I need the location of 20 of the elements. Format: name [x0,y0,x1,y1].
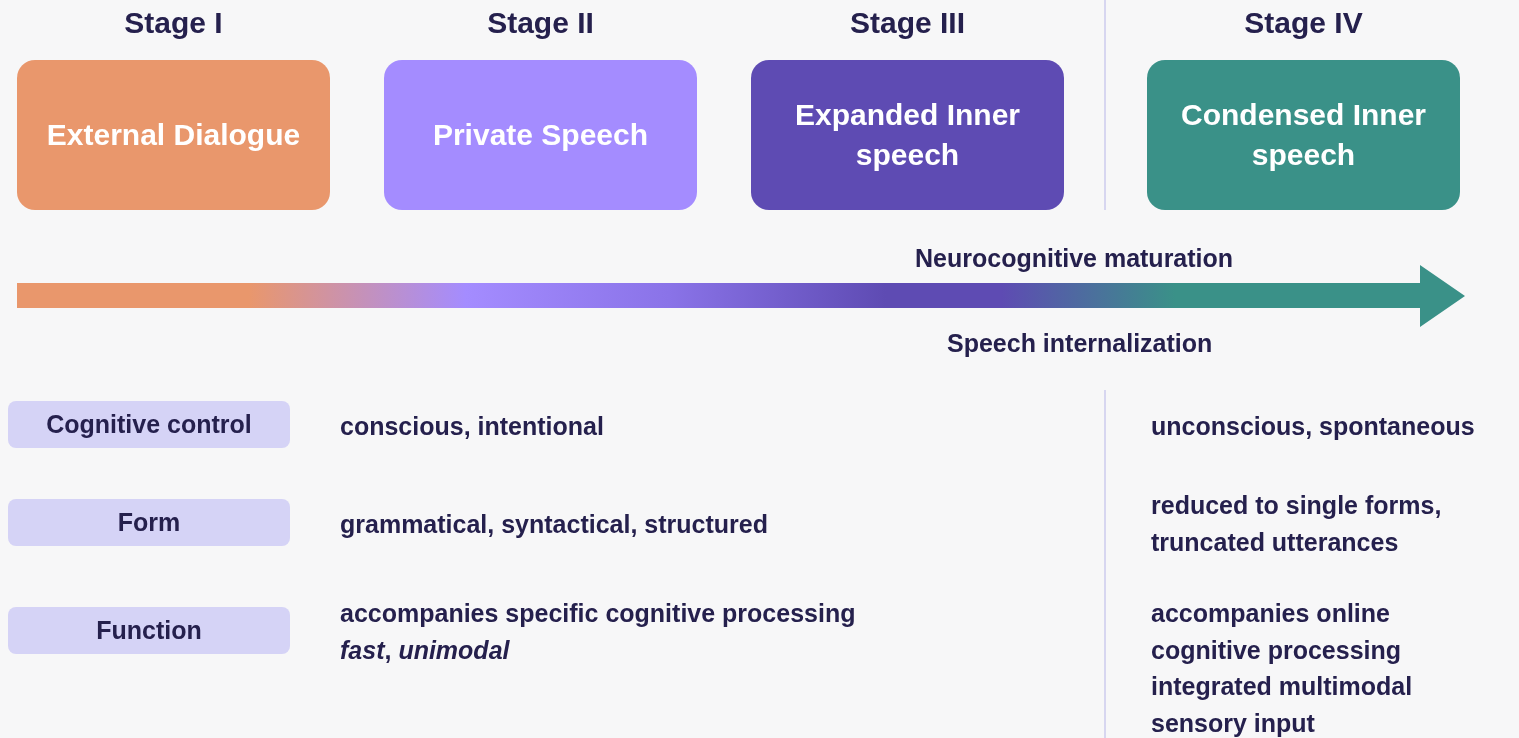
table-text: conscious, intentional [340,411,605,442]
table-text: reduced to single forms, truncated utterances [1151,490,1443,558]
stage-heading: Stage II [486,6,595,40]
row-header: Form [8,499,290,546]
arrow-label: Speech internalization [947,328,1214,359]
table-text: integrated multimodal sensory input [1151,671,1414,738]
stage-heading: Stage IV [1243,6,1364,40]
stage-heading: Stage I [123,6,224,40]
stage-box: Private Speech [384,60,697,210]
row-header: Cognitive control [8,401,290,448]
table-text: accompanies specific cognitive processing [340,598,857,629]
row-header: Function [8,607,290,654]
table-text: grammatical, syntactical, structured [340,509,769,540]
table-text: unconscious, spontaneous [1151,411,1476,442]
arrow-label: Neurocognitive maturation [915,243,1235,274]
stage-heading: Stage III [848,6,966,40]
stage-box: External Dialogue [17,60,330,210]
stage-box: Expanded Inner speech [751,60,1064,210]
stage-box: Condensed Inner speech [1147,60,1460,210]
table-text: fast, unimodal [340,635,511,666]
